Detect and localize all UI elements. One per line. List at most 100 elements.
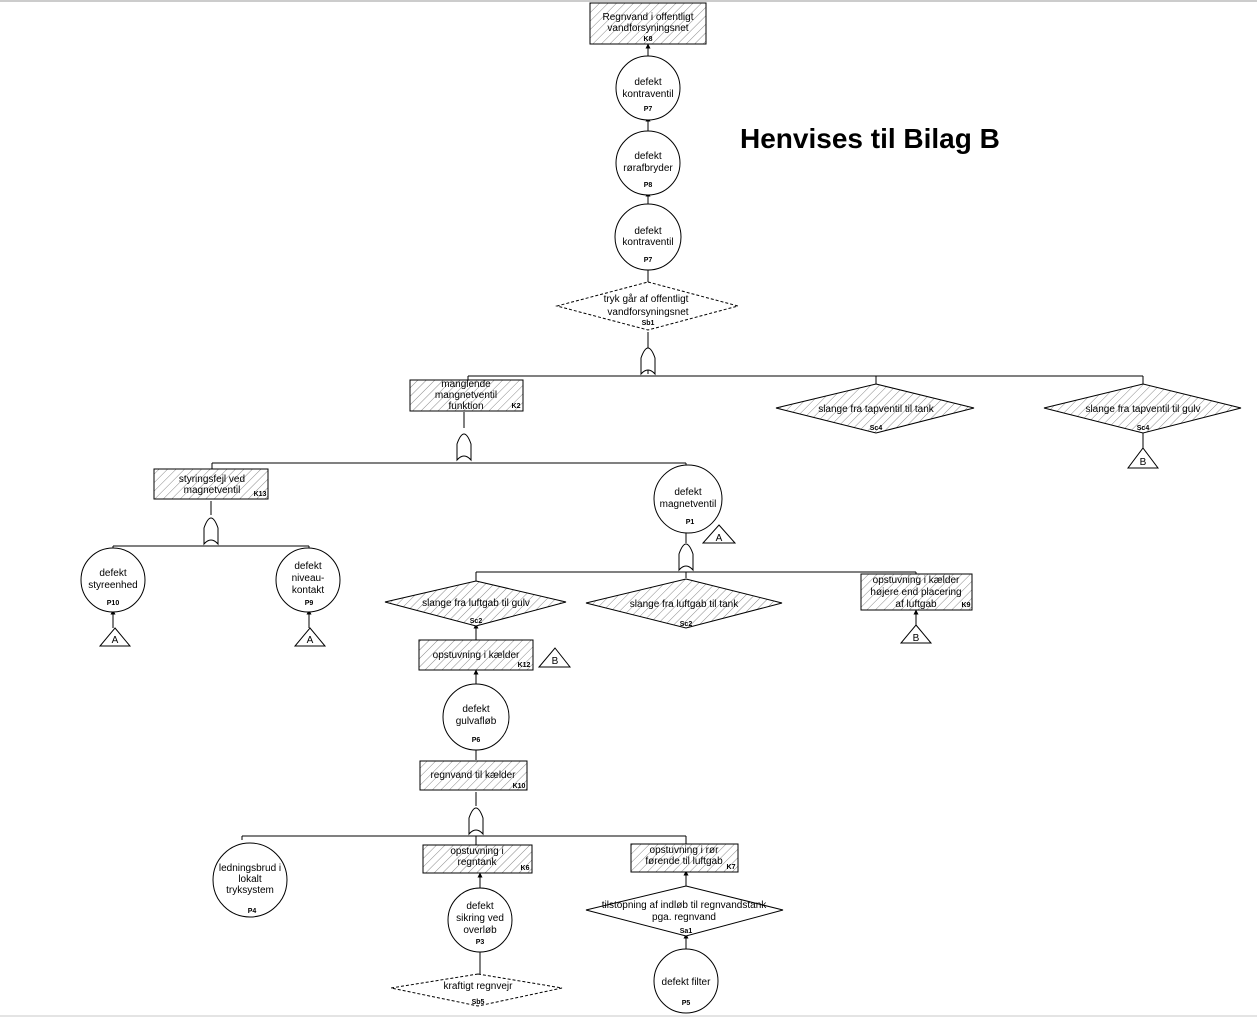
node-code: P4 [248, 908, 257, 915]
node-code: Sb1 [642, 320, 655, 327]
node-label: lokalt [238, 874, 262, 885]
rect-k9: opstuvning i kælder højere end placering… [860, 573, 973, 611]
node-label: defekt [462, 704, 489, 715]
node-code: Sc4 [870, 425, 883, 432]
node-label: kontraventil [622, 89, 673, 100]
transfer-triangle-b-sc4: B [1127, 447, 1159, 469]
node-code: Sa1 [680, 928, 693, 935]
rect-k10: regnvand til kælder K10 [419, 760, 528, 791]
node-label: defekt [294, 561, 321, 572]
svg-text:B: B [913, 633, 920, 644]
node-code: K8 [644, 36, 653, 43]
circle-p5: defekt filter P5 [653, 948, 719, 1014]
node-label: gulvafløb [456, 716, 497, 727]
transfer-triangle-a-p10: A [98, 627, 132, 647]
circle-p7-lower: defekt kontraventil P7 [614, 203, 682, 271]
rect-k6: opstuvning i regntank K6 [422, 844, 533, 874]
node-code: P7 [644, 106, 653, 113]
node-label: sikring ved [456, 913, 504, 924]
node-code: P5 [682, 1000, 691, 1007]
node-label: tryksystem [226, 885, 274, 896]
diamond-sc4-tank: slange fra tapventil til tank Sc4 [775, 383, 975, 434]
node-label: kraftigt regnvejr [444, 981, 514, 992]
node-label: manglende [441, 379, 491, 390]
node-label: pga. regnvand [652, 912, 716, 923]
node-label: niveau- [292, 573, 325, 584]
transfer-triangle-a-p1: A [701, 524, 737, 544]
node-label: slange fra tapventil til tank [818, 404, 935, 415]
node-label: styringsfejl ved [179, 474, 245, 485]
or-gate-sb1 [640, 347, 656, 376]
node-label: defekt [99, 568, 126, 579]
node-code: Sb5 [472, 999, 485, 1006]
node-label: magnetventil [184, 485, 241, 496]
node-label: vandforsyningsnet [607, 307, 688, 318]
svg-text:A: A [716, 533, 723, 544]
diamond-sc2-tank: slange fra luftgab til tank Sc2 [585, 578, 783, 629]
node-code: Sc2 [680, 621, 693, 628]
svg-text:B: B [1140, 457, 1147, 468]
or-gate-k2 [456, 433, 472, 462]
node-label: defekt [634, 151, 661, 162]
node-code: K2 [512, 403, 521, 410]
circle-p9: defekt niveau- kontakt P9 [275, 547, 341, 613]
diamond-sa1: tilstopning af indløb til regnvandstank … [585, 885, 784, 937]
node-label: opstuvning i kælder [433, 650, 520, 661]
node-label: slange fra tapventil til gulv [1085, 404, 1200, 415]
or-gate-k10 [468, 807, 484, 836]
node-label: tryk går af offentligt [604, 293, 689, 305]
node-label: af luftgab [895, 599, 937, 610]
node-code: P10 [107, 600, 120, 607]
page-title: Henvises til Bilag B [740, 123, 1000, 154]
rect-k7: opstuvning i rør førende til luftgab K7 [630, 843, 739, 873]
rect-k13: styringsfejl ved magnetventil K13 [153, 468, 269, 500]
node-label: slange fra luftgab til gulv [422, 598, 530, 609]
node-label: opstuvning i rør [650, 845, 720, 856]
node-label: defekt [674, 487, 701, 498]
rect-k2: manglende mangnetventil funktion K2 [409, 379, 524, 412]
svg-text:B: B [552, 656, 559, 667]
diamond-sb5-dashed: kraftigt regnvejr Sb5 [390, 973, 563, 1007]
node-label: tilstopning af indløb til regnvandstank [602, 900, 768, 911]
transfer-triangle-b-k9: B [899, 624, 933, 644]
svg-text:A: A [307, 635, 314, 646]
node-label: kontraventil [622, 237, 673, 248]
node-label: funktion [448, 401, 483, 412]
node-label: vandforsyningsnet [607, 23, 688, 34]
node-code: K13 [254, 491, 267, 498]
node-code: K10 [513, 783, 526, 790]
node-code: P7 [644, 257, 653, 264]
rect-k8: Regnvand i offentligt vandforsyningsnet … [589, 2, 707, 45]
node-label: regntank [458, 857, 498, 868]
node-label: opstuvning i kælder [873, 575, 960, 586]
circle-p4: ledningsbrud i lokalt tryksystem P4 [212, 842, 288, 918]
or-gate-p1 [678, 543, 694, 572]
circle-p6: defekt gulvafløb P6 [442, 683, 510, 751]
node-code: K6 [521, 865, 530, 872]
diamond-sc2-gulv: slange fra luftgab til gulv Sc2 [384, 580, 567, 627]
diamond-sb1-dashed: tryk går af offentligt vandforsyningsnet… [555, 281, 740, 331]
node-code: K12 [518, 662, 531, 669]
node-code: Sc4 [1137, 425, 1150, 432]
transfer-triangle-a-p9: A [293, 627, 327, 647]
circle-p10: defekt styreenhed P10 [80, 547, 146, 613]
node-label: magnetventil [660, 499, 717, 510]
node-code: P8 [644, 182, 653, 189]
node-label: ledningsbrud i [219, 863, 281, 874]
node-label: defekt filter [662, 977, 712, 988]
circle-p7-top: defekt kontraventil P7 [615, 55, 681, 121]
diamond-sc4-gulv: slange fra tapventil til gulv Sc4 [1043, 383, 1242, 434]
node-code: P6 [472, 737, 481, 744]
node-label: førende til luftgab [645, 856, 723, 867]
circle-p8: defekt rørafbryder P8 [615, 130, 681, 196]
circle-p3: defekt sikring ved overløb P3 [447, 887, 513, 953]
circle-p1: defekt magnetventil P1 [653, 464, 723, 534]
node-code: Sc2 [470, 618, 483, 625]
node-label: defekt [634, 226, 661, 237]
or-gate-k13 [203, 517, 219, 546]
node-label: defekt [466, 901, 493, 912]
node-code: K7 [727, 864, 736, 871]
node-code: P3 [476, 939, 485, 946]
node-label: opstuvning i [450, 846, 503, 857]
